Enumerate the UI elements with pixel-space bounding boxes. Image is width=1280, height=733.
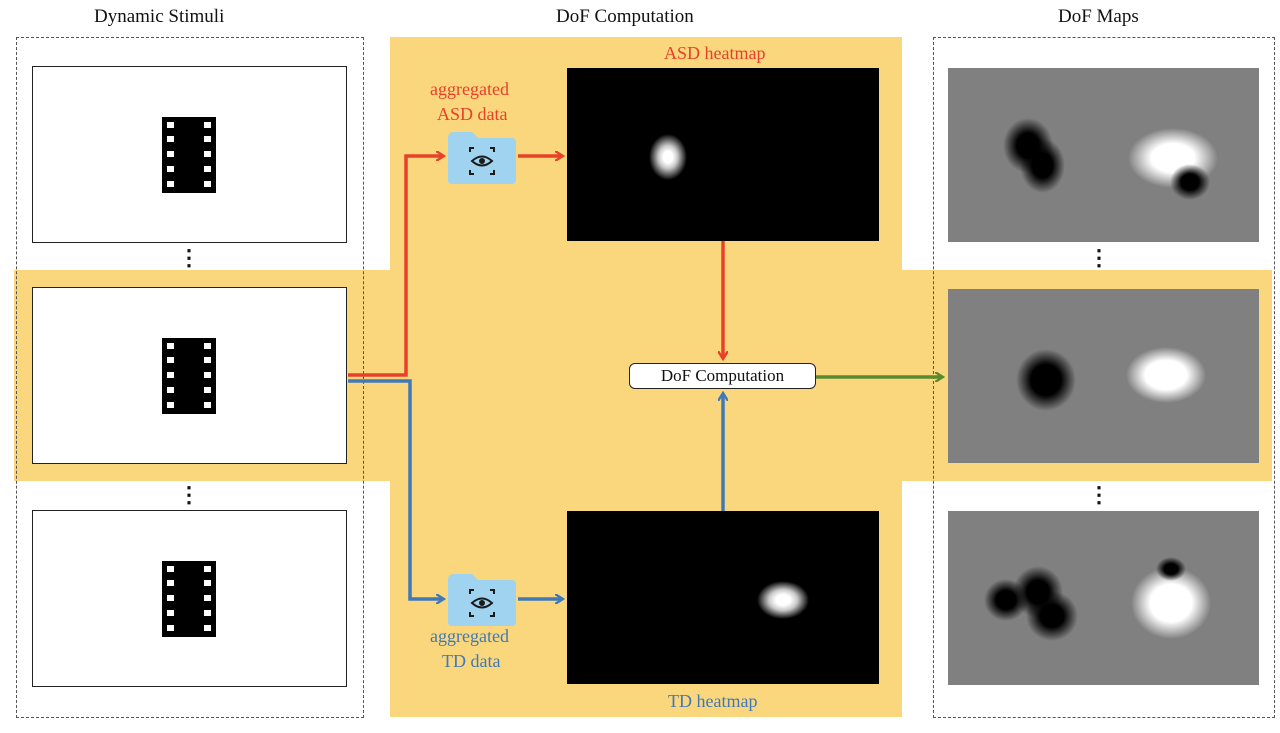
asd-data-label-line1: aggregated [430, 79, 509, 99]
asd-data-label-line2: ASD data [437, 104, 508, 124]
dof-map-middle [948, 289, 1259, 463]
eye-folder-icon [448, 132, 516, 184]
eye-folder-icon [448, 574, 516, 626]
stimuli-frame [16, 37, 364, 718]
dof-computation-box: DoF Computation [629, 363, 816, 389]
td-branch-arrow [348, 379, 443, 599]
asd-heatmap-label: ASD heatmap [664, 43, 766, 63]
stimuli-title: Dynamic Stimuli [94, 6, 225, 27]
dof-map-top [948, 68, 1259, 242]
asd-heatmap-image [567, 68, 879, 241]
td-data-label-line1: aggregated [430, 626, 509, 646]
asd-branch-arrow [348, 156, 443, 377]
film-strip-icon [162, 338, 216, 414]
td-data-label-line2: TD data [442, 651, 501, 671]
td-heatmap-image [567, 511, 879, 684]
maps-title: DoF Maps [1058, 6, 1139, 27]
film-strip-icon [162, 561, 216, 637]
td-heatmap-label: TD heatmap [668, 691, 758, 711]
computation-title: DoF Computation [556, 6, 694, 27]
dof-map-bottom [948, 511, 1259, 685]
film-strip-icon [162, 117, 216, 193]
